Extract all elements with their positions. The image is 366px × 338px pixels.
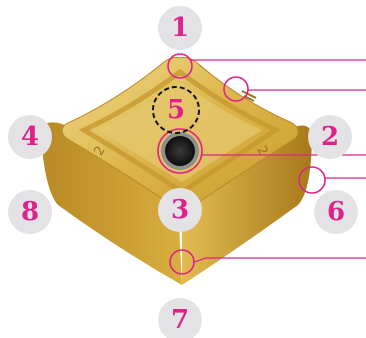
badge-4-label: 4 — [21, 122, 39, 152]
badge-6: 6 — [314, 190, 358, 234]
badge-6-label: 6 — [327, 197, 345, 227]
badge-3: 3 — [158, 188, 202, 232]
badge-1-label: 1 — [171, 13, 189, 43]
badge-8: 8 — [8, 190, 52, 234]
badge-1: 1 — [158, 6, 202, 50]
badge-5-label: 5 — [167, 95, 185, 125]
badge-5: 5 — [167, 95, 185, 125]
badge-4: 4 — [8, 115, 52, 159]
badge-8-label: 8 — [21, 197, 39, 227]
badge-3-label: 3 — [171, 195, 189, 225]
badge-7: 7 — [158, 298, 202, 338]
callout-line-bottom-flank — [194, 258, 366, 262]
badge-7-label: 7 — [171, 305, 189, 335]
badge-2: 2 — [308, 115, 352, 159]
center-hole — [161, 132, 199, 170]
badge-2-label: 2 — [321, 122, 339, 152]
